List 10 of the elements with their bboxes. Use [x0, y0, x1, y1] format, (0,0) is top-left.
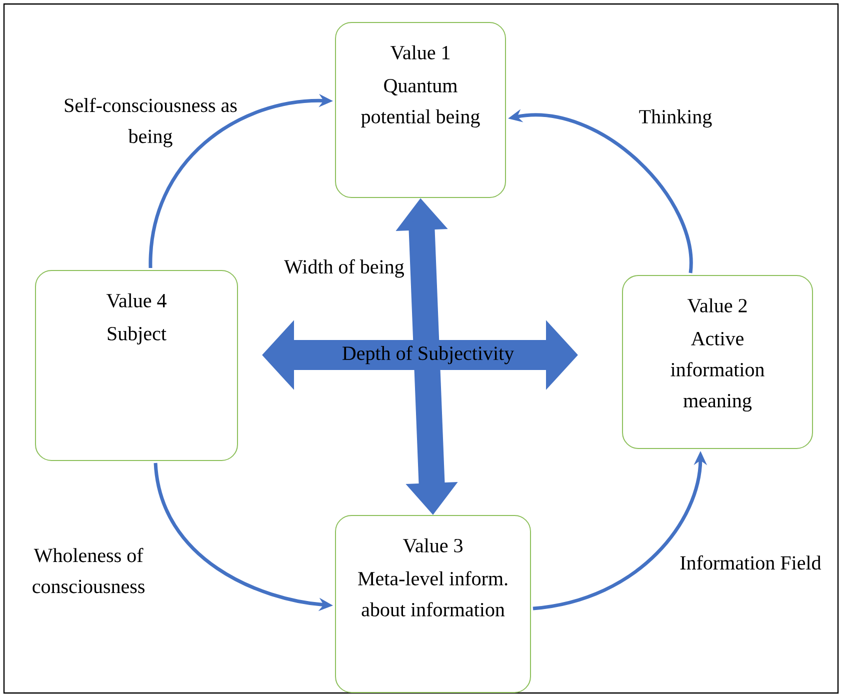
arrow-label: Depth of Subjectivity [342, 346, 514, 364]
edge-label: Self-consciousness as being [64, 98, 237, 148]
edge-label: Thinking [639, 109, 712, 128]
value-box: Value 3 Meta-level inform. about information [335, 515, 531, 693]
edge-label: Wholeness of consciousness [32, 548, 144, 594]
value-box: Value 1 Quantum potential being [335, 22, 506, 198]
edge-label: Width of being [284, 259, 404, 278]
value-box: Value 4 Subject [35, 270, 238, 461]
edge-label: Information Field [680, 555, 822, 570]
value-box: Value 2 Active information meaning [622, 275, 813, 449]
